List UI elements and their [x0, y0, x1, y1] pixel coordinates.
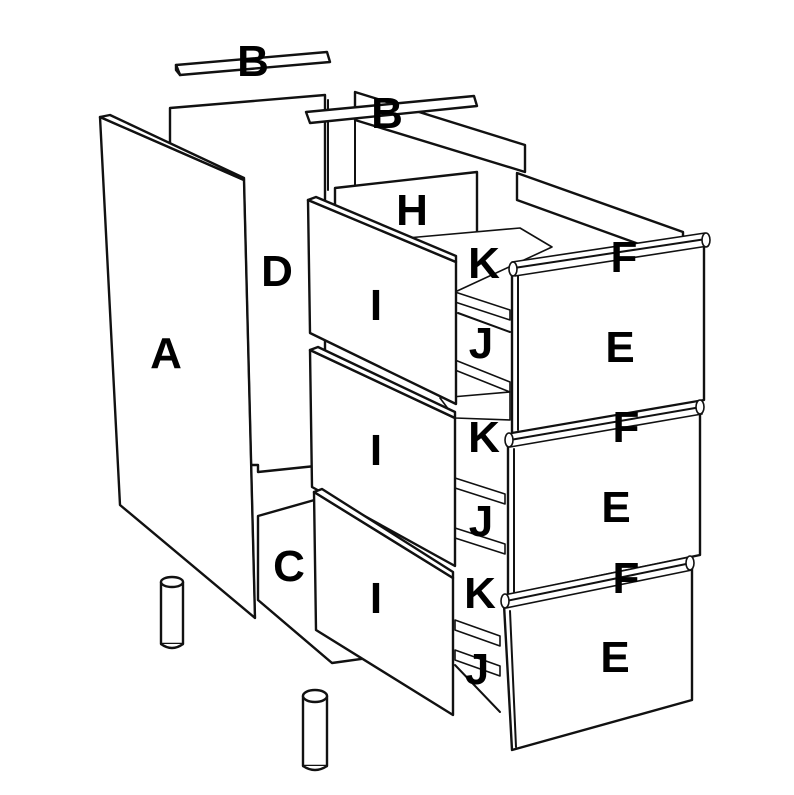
label-b-back: B — [237, 37, 269, 86]
label-f-3: F — [613, 554, 640, 603]
label-e-1: E — [605, 323, 634, 372]
drawer-side-i-2 — [308, 345, 457, 568]
drawer-side-i-3 — [312, 487, 455, 717]
label-i-3: I — [370, 574, 382, 623]
label-i-1: I — [370, 281, 382, 330]
label-k-3: K — [464, 569, 496, 618]
leg-left — [159, 575, 185, 650]
label-j-3: J — [465, 645, 489, 694]
label-e-3: E — [600, 633, 629, 682]
label-j-2: J — [469, 497, 493, 546]
label-f-1: F — [611, 233, 638, 282]
label-f-2: F — [613, 403, 640, 452]
drawer-3-bottom-j — [454, 619, 501, 713]
label-j-1: J — [469, 319, 493, 368]
label-a: A — [150, 329, 182, 378]
top-rail-front — [304, 94, 479, 125]
label-h: H — [396, 186, 428, 235]
label-e-2: E — [601, 483, 630, 532]
label-k-2: K — [468, 413, 500, 462]
top-rail-back — [174, 50, 332, 77]
drawer-side-i-1 — [306, 195, 458, 406]
handle-f-3 — [500, 555, 695, 609]
label-k-1: K — [468, 239, 500, 288]
label-c: C — [273, 542, 305, 591]
label-b-front: B — [371, 89, 403, 138]
label-i-2: I — [370, 426, 382, 475]
leg-right — [301, 688, 329, 772]
handle-f-1 — [508, 232, 711, 277]
side-panel-a — [98, 113, 257, 620]
handle-f-2 — [504, 399, 705, 448]
label-d: D — [261, 247, 293, 296]
